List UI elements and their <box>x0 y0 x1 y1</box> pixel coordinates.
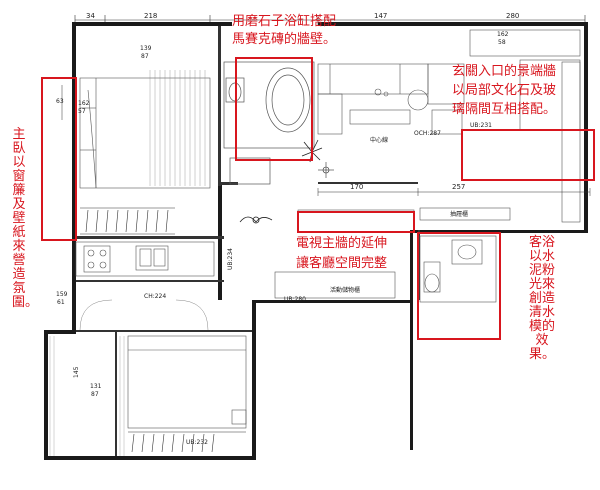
ribbon-icon <box>239 216 273 224</box>
kitchen-door-swings <box>79 299 209 331</box>
dim-lower-room-2: 87 <box>91 391 99 398</box>
storage-label: 活動儲物櫃 <box>330 286 360 294</box>
dim-top-147: 147 <box>374 12 387 20</box>
dim-63: 63 <box>56 98 64 105</box>
dim-bed-height: 162 <box>78 100 90 107</box>
closet-hatching <box>128 431 246 453</box>
wardrobe-hatching <box>80 207 175 235</box>
storage-cabinet <box>274 271 396 299</box>
shoe-cabinet-label: 抽屜櫃 <box>450 210 468 218</box>
top-dimension-line <box>74 15 586 26</box>
annotation-guest-bath: 客浴以水泥粉光來創造清水模的效果。 <box>528 235 555 362</box>
dim-foyer-2: 58 <box>498 39 506 46</box>
ceiling-light <box>318 162 334 178</box>
kitchen-counter <box>75 241 215 277</box>
dim-lower-room: 131 <box>90 383 102 390</box>
highlight-bathtub-wall <box>235 57 313 161</box>
second-bed <box>127 335 247 429</box>
dim-kitchen-2: 61 <box>57 299 65 306</box>
dim-mid-170: 170 <box>350 183 363 191</box>
lower-stripes <box>49 336 125 456</box>
dim-bed-width: 139 <box>140 45 152 52</box>
annotation-tv-wall-line1: 電視主牆的延伸 <box>296 236 388 251</box>
annotation-master-bedroom-2: 主臥以窗簾及壁紙來營造氛圍。 <box>12 127 39 310</box>
curtain-stripes <box>149 70 206 186</box>
dim-145: 145 <box>73 366 80 378</box>
dim-top-34: 34 <box>86 12 95 20</box>
highlight-entrance-wall <box>461 129 595 181</box>
annotation-entrance-line2: 以局部文化石及玻 <box>452 83 557 98</box>
dim-bed-width-2: 87 <box>141 53 149 60</box>
highlight-tv-wall <box>297 211 415 233</box>
center-line-label: 中心線 <box>370 136 388 144</box>
dim-top-218: 218 <box>144 12 157 20</box>
ub280-label: UB:280 <box>284 296 306 303</box>
ub231-label: UB:231 <box>470 122 492 129</box>
annotation-entrance-line3: 璃隔間互相搭配。 <box>452 102 557 117</box>
master-bed <box>79 77 211 189</box>
highlight-boxes <box>41 57 595 340</box>
dim-foyer: 162 <box>497 31 509 38</box>
living-area <box>317 63 465 135</box>
ub234-label: UB:234 <box>227 248 234 270</box>
guest-bathroom <box>419 235 497 303</box>
exterior-walls <box>44 22 588 460</box>
dim-top-280: 280 <box>506 12 519 20</box>
annotation-bathtub-line1: 用磨石子浴缸搭配 <box>232 14 337 29</box>
mid-dimension-line <box>317 188 591 196</box>
dim-bed-height-2: 57 <box>78 108 86 115</box>
ch-label: CH:224 <box>144 293 166 300</box>
dim-mid-257: 257 <box>452 183 465 191</box>
annotation-entrance-line1: 玄關入口的景端牆 <box>452 64 557 79</box>
och-label: OCH:287 <box>414 130 441 137</box>
highlight-guest-bath <box>417 232 501 340</box>
annotation-bathtub-line2: 馬賽克磚的牆壁。 <box>232 32 337 47</box>
master-bathroom <box>223 61 315 185</box>
dim-kitchen: 159 <box>56 291 68 298</box>
annotation-tv-wall-line2: 讓客廳空間完整 <box>296 256 388 271</box>
shoe-cabinet <box>419 207 511 221</box>
highlight-master-bedroom <box>41 77 77 241</box>
ub232-label: UB:232 <box>186 439 208 446</box>
tv-cabinet <box>297 209 415 233</box>
